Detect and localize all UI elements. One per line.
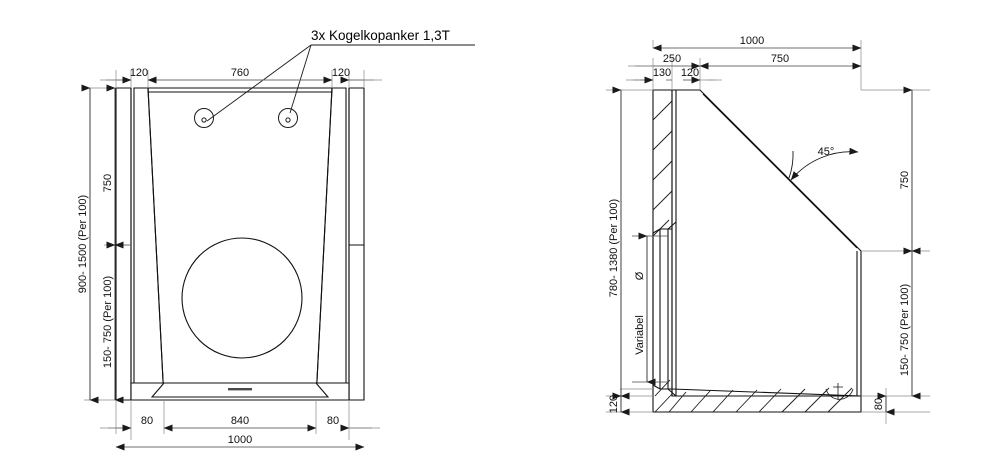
side-detail-symbol [825,383,854,400]
side-outlet-bevels [667,221,677,397]
front-top-dimension-group: 120 760 120 [100,67,382,88]
side-dim-750-label: 750 [771,53,789,65]
front-dim-1000-label: 1000 [228,434,252,446]
side-dim-diameter-symbol: Ø [634,271,646,280]
front-left-dimension-group: 900- 1500 (Per 100) 750 150- 750 (Per 10… [77,84,131,404]
front-right-outer-wall [348,87,365,401]
side-base-hatching [668,387,853,413]
front-left-inner-edge [147,87,165,401]
side-dim-120-bottom-label: 120 [608,395,620,413]
side-chamfer-inner-line [702,93,858,249]
side-dim-1000-label: 1000 [740,35,764,47]
side-top-ext-lines [652,40,862,90]
side-dim-150-750-right-label: 150- 750 (Per 100) [899,284,911,376]
front-dim-120-right-label: 120 [332,67,350,79]
front-right-inner-edge [315,87,333,401]
side-dim-80-right-label: 80 [873,398,885,410]
front-bottom-dimension-group: 80 840 80 1000 [100,400,380,451]
angle-arc [790,147,859,181]
anchor-point-right [278,108,298,128]
angle-label: 45° [818,146,835,158]
front-bottom-ext-lines [115,400,350,440]
side-right-ext-lines [861,89,930,413]
front-left-outer-wall [115,87,132,401]
side-inner-dimension-group: Ø Variabel [632,232,668,386]
side-base-outline [652,396,862,413]
front-dim-120-left-label: 120 [130,67,148,79]
side-dim-250-label: 250 [663,53,681,65]
front-dim-760-label: 760 [231,67,249,79]
side-angle-annotation: 45° [788,146,859,181]
side-dim-780-1380-label: 780- 1380 (Per 100) [608,199,620,297]
front-dim-overall-label: 900- 1500 (Per 100) [77,195,89,293]
side-dim-750-right-label: 750 [899,171,911,189]
side-left-wall-hatching [652,100,673,237]
front-dim-840-label: 840 [231,415,249,427]
side-top-dimension-group: 1000 250 750 130 120 [626,35,862,90]
front-base-center-mark [228,388,252,391]
annotation-label: 3x Kogelkopanker 1,3T [311,28,450,43]
front-circular-opening [181,237,303,359]
front-body-outer-verticals [130,88,350,400]
front-dim-80-right-label: 80 [327,415,339,427]
side-body-outline [671,89,862,397]
front-dim-750-label: 750 [102,174,114,192]
front-dim-150-750-label: 150- 750 (Per 100) [102,276,114,368]
side-dim-120-label: 120 [681,67,699,79]
side-left-dimension-group: 780- 1380 (Per 100) 120 [606,86,653,416]
anchor-point-left [194,108,214,128]
side-dim-130-label: 130 [653,67,671,79]
side-base-left-hatch [654,379,673,413]
front-dim-80-left-label: 80 [141,415,153,427]
side-dim-variabel-label: Variabel [634,315,646,355]
side-right-dimension-group: 750 150- 750 (Per 100) 80 [861,86,930,424]
